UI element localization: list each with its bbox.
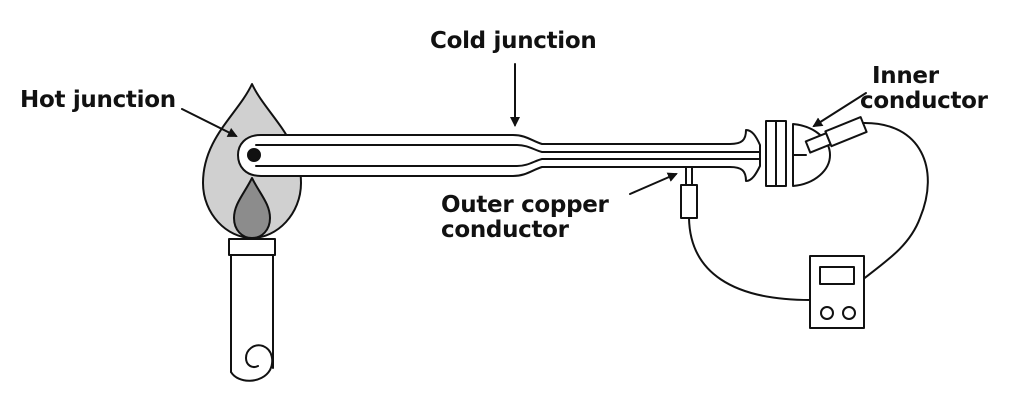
lead-wire-inner <box>861 121 929 281</box>
outer-copper-conductor-label-line-2: conductor <box>441 217 569 243</box>
connector-ring-right <box>775 120 787 187</box>
inner-conductor-label: Inner conductor <box>860 64 988 114</box>
inner-conductor-label-line-2: conductor <box>860 88 988 114</box>
hot-junction-label: Hot junction <box>20 87 176 113</box>
burner-barrel <box>228 238 276 382</box>
inner-flame <box>233 177 271 239</box>
inner-conductor-clip <box>804 116 868 154</box>
outer-copper-conductor-label-line-1: Outer copper <box>441 192 609 218</box>
outer-conductor-stem <box>685 166 693 186</box>
cold-junction-label: Cold junction <box>430 28 597 54</box>
meter-display <box>819 266 855 285</box>
inner-conductor-arrow <box>812 92 867 128</box>
meter-knob-right <box>842 306 856 320</box>
meter-knob-left <box>820 306 834 320</box>
outer-conductor-clip <box>680 184 698 219</box>
connector-ring-left <box>765 120 777 187</box>
hot-junction-arrow <box>181 108 238 137</box>
lead-wire-outer <box>688 217 811 301</box>
meter <box>809 255 865 329</box>
outer-copper-conductor-label: Outer copper conductor <box>441 193 609 243</box>
probe-outer-sheath <box>237 129 761 182</box>
hot-junction-bead <box>247 148 261 162</box>
probe-inner-wires <box>255 144 761 167</box>
outer-conductor-arrow <box>629 172 678 195</box>
inner-conductor-label-line-1: Inner <box>872 63 939 89</box>
